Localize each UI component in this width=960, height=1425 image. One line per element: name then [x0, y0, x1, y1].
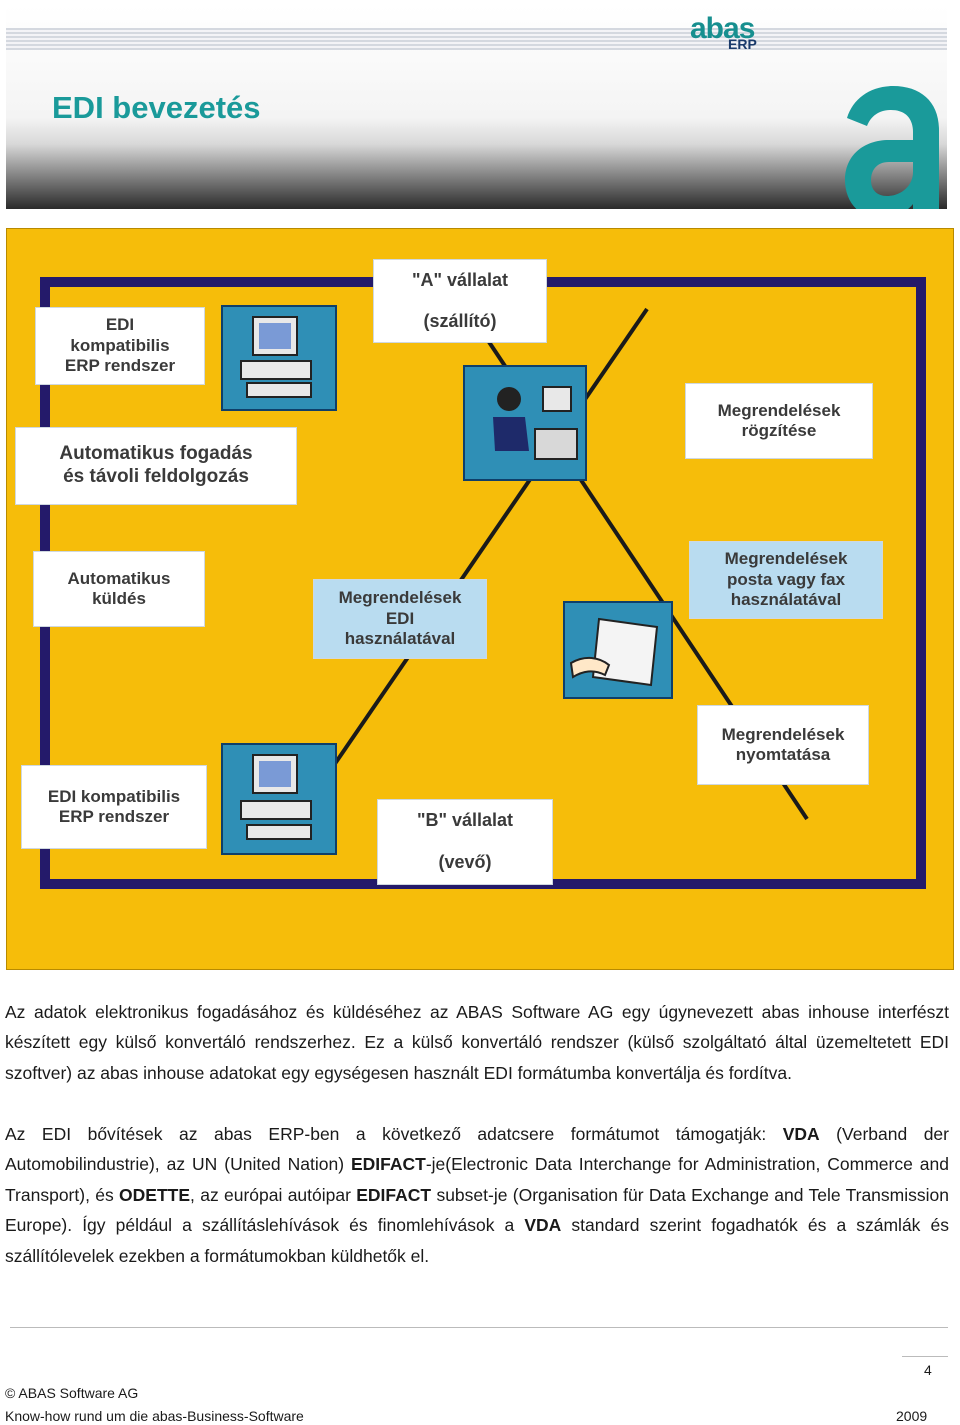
header-stripes — [6, 28, 947, 50]
worker-at-desk-icon — [463, 365, 587, 481]
p2-vda-2: VDA — [524, 1215, 562, 1236]
header-banner: EDI bevezetés abas ERP — [6, 6, 947, 209]
p2-text-f: standard szerint fogadhatók és a számlák… — [5, 1215, 949, 1266]
company-a-role: (szállító) — [423, 310, 497, 331]
p2-text-b: (Verband der Automobilindustrie), az UN … — [5, 1124, 949, 1175]
abas-a-logo-icon — [845, 86, 939, 209]
p2-text-c: -je(Electronic Data Interchange for Admi… — [5, 1154, 949, 1205]
computer-top-icon — [221, 305, 337, 411]
auto-receive-box: Automatikus fogadás és távoli feldolgozá… — [15, 427, 297, 505]
p2-edifact-je: EDIFACT — [350, 1154, 426, 1175]
company-a-box: "A" vállalat (szállító) — [373, 259, 547, 343]
abas-logo-sub: ERP — [728, 36, 757, 52]
paragraph-1: Az adatok elektronikus fogadásához és kü… — [5, 1002, 949, 1083]
edi-erp-top-box: EDI kompatibilis ERP rendszer — [35, 307, 205, 385]
footer-year: 2009 — [896, 1408, 928, 1424]
abas-logo-text: abas — [690, 12, 755, 45]
p2-vda: VDA — [782, 1124, 820, 1144]
footer-copyright: © ABAS Software AG — [5, 1385, 139, 1401]
orders-edi-box: Megrendelések EDI használatával — [313, 579, 487, 659]
auto-send-box: Automatikus küldés — [33, 551, 205, 627]
paragraph-2: Az EDI bővítések az abas ERP-ben a követ… — [5, 1119, 949, 1271]
p2-edifact: EDIFACT — [356, 1184, 432, 1205]
footer-divider — [10, 1327, 948, 1328]
page-number: 4 — [924, 1362, 932, 1378]
p2-text-e: subset-je (Organisation für Data Exchang… — [5, 1184, 949, 1236]
document-hand-icon — [563, 601, 673, 699]
computer-bottom-icon — [221, 743, 337, 855]
footer-subtitle: Know-how rund um die abas-Business-Softw… — [5, 1408, 304, 1424]
edi-diagram: "A" vállalat (szállító) EDI kompatibilis… — [6, 228, 954, 970]
company-b-name: "B" vállalat — [416, 810, 514, 831]
p2-text-d: , az európai autóipar — [190, 1184, 357, 1205]
orders-post-fax-box: Megrendelések posta vagy fax használatáv… — [689, 541, 883, 619]
p2-text-a: Az EDI bővítések az abas ERP-ben a követ… — [5, 1124, 783, 1144]
company-b-box: "B" vállalat (vevő) — [377, 799, 553, 885]
page-number-rule — [902, 1356, 948, 1357]
company-b-role: (vevő) — [438, 852, 492, 873]
edi-erp-bottom-box: EDI kompatibilis ERP rendszer — [21, 765, 207, 849]
page-title: EDI bevezetés — [52, 90, 261, 125]
p2-odette: ODETTE — [119, 1184, 191, 1205]
company-a-name: "A" vállalat — [411, 269, 509, 290]
orders-record-box: Megrendelések rögzítése — [685, 383, 873, 459]
orders-print-box: Megrendelések nyomtatása — [697, 705, 869, 785]
